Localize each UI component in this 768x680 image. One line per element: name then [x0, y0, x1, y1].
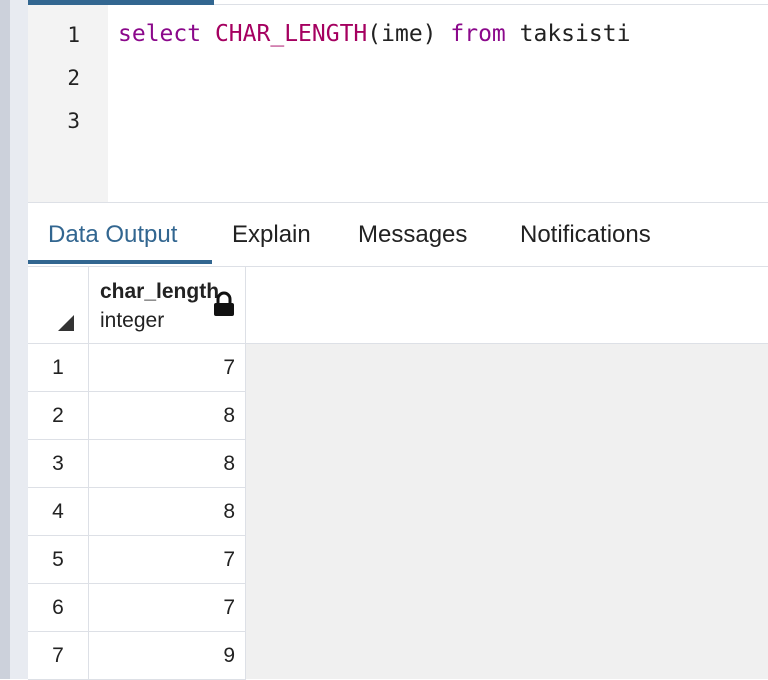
column-header-char-length[interactable]: char_length integer — [89, 267, 246, 344]
function-args: (ime) — [367, 21, 437, 47]
corner-triangle-icon — [58, 315, 74, 331]
line-number: 1 — [67, 23, 80, 47]
keyword-select: select — [118, 21, 202, 47]
table-cell[interactable]: 9 — [89, 632, 246, 680]
table-cell[interactable]: 8 — [89, 440, 246, 488]
row-number[interactable]: 2 — [28, 392, 89, 440]
line-number-gutter: 1 2 3 — [28, 5, 108, 203]
function-name: CHAR_LENGTH — [214, 21, 368, 47]
table-row[interactable]: 1 7 — [28, 344, 246, 392]
row-number[interactable]: 3 — [28, 440, 89, 488]
table-row[interactable]: 2 8 — [28, 392, 246, 440]
grid-corner[interactable] — [28, 267, 89, 344]
table-row[interactable]: 5 7 — [28, 536, 246, 584]
tab-explain[interactable]: Explain — [232, 221, 311, 248]
output-tabs: Data Output Explain Messages Notificatio… — [28, 203, 768, 267]
table-row[interactable]: 6 7 — [28, 584, 246, 632]
lock-icon — [214, 291, 234, 316]
left-panel-edge — [0, 0, 10, 679]
table-cell[interactable]: 8 — [89, 488, 246, 536]
row-number[interactable]: 5 — [28, 536, 89, 584]
tab-messages[interactable]: Messages — [358, 221, 468, 248]
row-number[interactable]: 6 — [28, 584, 89, 632]
active-tab-indicator — [28, 260, 212, 264]
table-cell[interactable]: 7 — [89, 584, 246, 632]
table-cell[interactable]: 8 — [89, 392, 246, 440]
sql-editor[interactable]: 1 2 3 select CHAR_LENGTH(ime) from taksi… — [28, 0, 768, 203]
row-number[interactable]: 7 — [28, 632, 89, 680]
keyword-from: from — [450, 21, 506, 47]
code-line-1[interactable]: select CHAR_LENGTH(ime) from taksisti — [118, 21, 630, 47]
tab-notifications[interactable]: Notifications — [520, 221, 651, 248]
line-number: 3 — [67, 109, 80, 133]
left-panel-gutter — [10, 0, 28, 679]
table-name: taksisti — [519, 21, 631, 47]
table-cell[interactable]: 7 — [89, 344, 246, 392]
query-tab-accent — [28, 0, 214, 5]
row-number[interactable]: 1 — [28, 344, 89, 392]
table-row[interactable]: 4 8 — [28, 488, 246, 536]
column-name: char_length — [100, 280, 220, 303]
column-type: integer — [100, 309, 165, 332]
table-row[interactable]: 3 8 — [28, 440, 246, 488]
table-cell[interactable]: 7 — [89, 536, 246, 584]
table-row[interactable]: 7 9 — [28, 632, 246, 680]
line-number: 2 — [67, 66, 80, 90]
row-number[interactable]: 4 — [28, 488, 89, 536]
tab-data-output[interactable]: Data Output — [48, 221, 178, 248]
data-output-grid: char_length integer 1 7 2 8 3 8 4 8 5 7 … — [28, 267, 768, 680]
